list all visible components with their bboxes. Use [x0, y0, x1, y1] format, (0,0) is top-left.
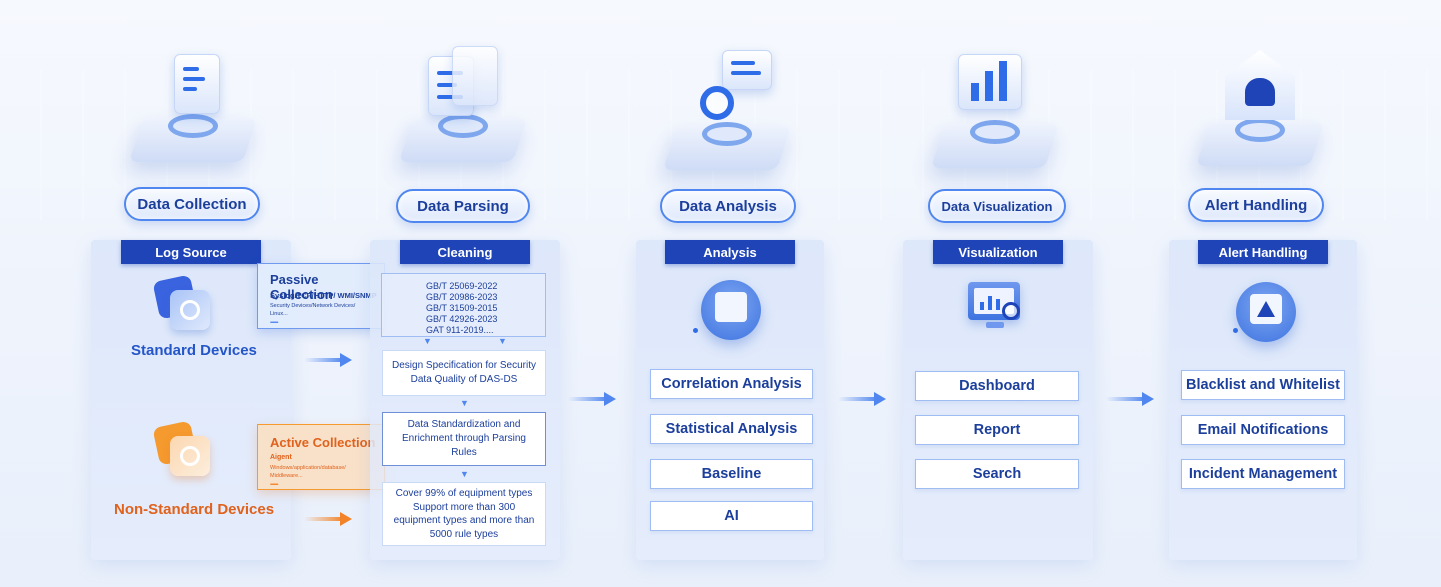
analysis-item-baseline[interactable]: Baseline	[650, 459, 813, 489]
flow-arrow-parsing-analysis	[568, 392, 616, 406]
standards-list: GB/T 25069-2022 GB/T 20986-2023 GB/T 315…	[381, 273, 546, 337]
flow-arrow-analysis-visualization	[838, 392, 886, 406]
standard-item: GB/T 20986-2023	[426, 292, 498, 302]
panel-title-log-source: Log Source	[121, 240, 261, 264]
analysis-item-correlation[interactable]: Correlation Analysis	[650, 369, 813, 399]
decor-dot	[693, 328, 698, 333]
standard-item: GAT 911-2019....	[426, 325, 494, 335]
panel-title-alert-handling: Alert Handling	[1198, 240, 1328, 264]
parsing-files-icon	[388, 40, 538, 170]
standard-item: GB/T 42926-2023	[426, 314, 498, 324]
alert-item-blacklist-whitelist[interactable]: Blacklist and Whitelist	[1181, 370, 1345, 400]
standard-devices-label: Standard Devices	[131, 342, 257, 359]
passive-collection-linux: Linux...	[270, 311, 288, 317]
stage-label-data-visualization[interactable]: Data Visualization	[928, 189, 1066, 223]
visualization-item-search[interactable]: Search	[915, 459, 1079, 489]
nonstandard-devices-label: Non-Standard Devices	[114, 501, 275, 518]
stage-label-data-analysis[interactable]: Data Analysis	[660, 189, 796, 223]
standard-item: GB/T 25069-2022	[426, 281, 498, 291]
cleaning-box-standardization: Data Standardization and Enrichment thro…	[382, 412, 546, 466]
stage-label-data-parsing[interactable]: Data Parsing	[396, 189, 530, 223]
panel-title-cleaning: Cleaning	[400, 240, 530, 264]
visualization-item-report[interactable]: Report	[915, 415, 1079, 445]
nonstandard-device-icon	[152, 420, 212, 480]
active-collection-middleware: Middleware...	[270, 473, 303, 479]
passive-collection-devices: Security Devices/Network Devices/	[270, 303, 356, 309]
active-collection-card: Active Collection Aigent Windows/applica…	[257, 424, 385, 490]
alert-item-email-notifications[interactable]: Email Notifications	[1181, 415, 1345, 445]
stage-label-alert-handling[interactable]: Alert Handling	[1188, 188, 1324, 222]
monitor-chart-icon	[968, 282, 1026, 334]
magnifier-analysis-icon	[652, 48, 802, 178]
chip-icon	[701, 280, 761, 340]
passive-collection-dots: ••••••••••	[270, 320, 278, 326]
down-arrow-icon: ▼	[460, 469, 469, 479]
cleaning-box-design-spec: Design Specification for Security Data Q…	[382, 350, 546, 396]
panel-title-visualization: Visualization	[933, 240, 1063, 264]
stage-label-data-collection[interactable]: Data Collection	[124, 187, 260, 221]
standard-device-icon	[152, 274, 210, 332]
passive-collection-card: Passive Collection Syslog/TCP/HTTP/ WMI/…	[257, 263, 385, 329]
visualization-item-dashboard[interactable]: Dashboard	[915, 371, 1079, 401]
panel-title-analysis: Analysis	[665, 240, 795, 264]
alert-item-incident-management[interactable]: Incident Management	[1181, 459, 1345, 489]
standard-flow-arrow	[304, 353, 352, 367]
cleaning-box-coverage: Cover 99% of equipment types Support mor…	[382, 482, 546, 546]
down-arrow-icon: ▼	[498, 336, 507, 346]
document-stack-icon	[118, 40, 268, 170]
down-arrow-icon: ▼	[423, 336, 432, 346]
active-collection-dots: ••••••••••	[270, 482, 278, 488]
analysis-item-statistical[interactable]: Statistical Analysis	[650, 414, 813, 444]
nonstandard-flow-arrow	[304, 512, 352, 526]
standard-item: GB/T 31509-2015	[426, 303, 498, 313]
active-collection-agent: Aigent	[270, 454, 292, 461]
flow-arrow-visualization-alert	[1106, 392, 1154, 406]
passive-collection-protocols: Syslog/TCP/HTTP/ WMI/SNMP	[270, 291, 377, 300]
bar-chart-icon	[920, 46, 1070, 176]
down-arrow-icon: ▼	[460, 398, 469, 408]
analysis-item-ai[interactable]: AI	[650, 501, 813, 531]
warning-window-icon	[1236, 282, 1296, 342]
passive-collection-title: Passive Collection	[270, 272, 333, 302]
active-collection-title: Active Collection	[270, 435, 376, 450]
active-collection-systems: Windows/application/database/	[270, 465, 346, 471]
decor-dot	[1233, 328, 1238, 333]
alert-siren-icon	[1185, 44, 1335, 174]
